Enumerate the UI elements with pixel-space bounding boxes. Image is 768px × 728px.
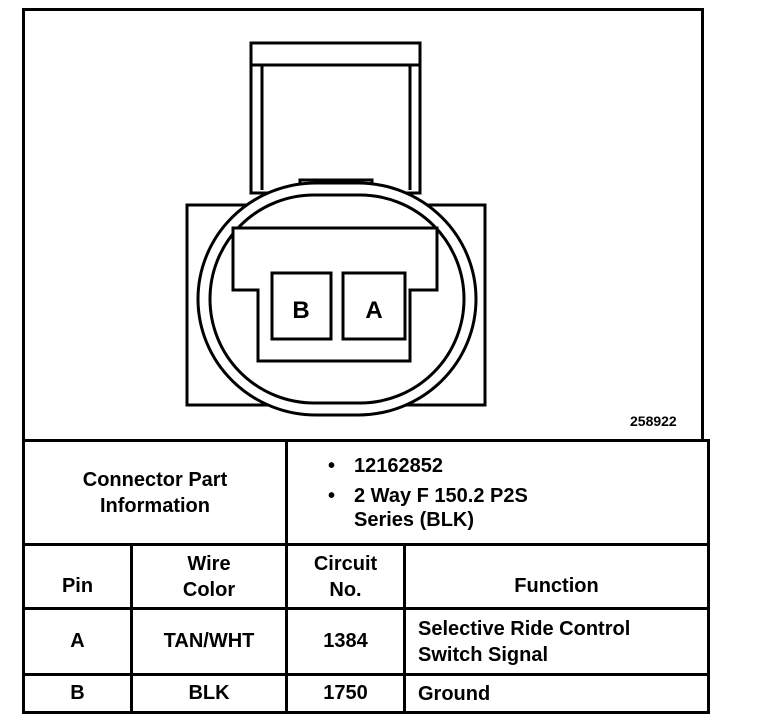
pin-b-terminal: [270, 271, 333, 341]
row-a-wire-color: TAN/WHT: [130, 607, 288, 676]
pin-b-label: B: [292, 297, 309, 324]
function-header: Function: [403, 543, 710, 610]
pin-a-terminal: [341, 271, 407, 341]
row-b-circuit: 1750: [285, 673, 406, 714]
connector-illustration: B A: [185, 41, 487, 417]
row-b-pin: B: [22, 673, 133, 714]
connector-part-list: • 12162852 • 2 Way F 150.2 P2S Series (B…: [285, 439, 710, 546]
connector-part-row: Connector Part Information • 12162852 • …: [22, 439, 710, 546]
table-row: B BLK 1750 Ground: [22, 673, 710, 714]
wire-color-header: Wire Color: [130, 543, 288, 610]
connector-diagram-frame: [22, 8, 704, 440]
row-b-function: Ground: [403, 673, 710, 714]
row-a-pin: A: [22, 607, 133, 676]
connector-info-table: Connector Part Information • 12162852 • …: [22, 439, 710, 714]
table-row: A TAN/WHT 1384 Selective Ride Control Sw…: [22, 607, 710, 676]
figure-number: 258922: [630, 413, 677, 429]
pin-a-label: A: [365, 297, 382, 324]
pin-header: Pin: [22, 543, 133, 610]
connector-type-item: • 2 Way F 150.2 P2S Series (BLK): [328, 484, 528, 531]
row-b-wire-color: BLK: [130, 673, 288, 714]
row-a-function: Selective Ride Control Switch Signal: [403, 607, 710, 676]
circuit-header: Circuit No.: [285, 543, 406, 610]
part-number-item: • 12162852: [328, 454, 443, 477]
row-a-circuit: 1384: [285, 607, 406, 676]
connector-part-label: Connector Part Information: [22, 439, 288, 546]
table-header-row: Pin Wire Color Circuit No. Function: [22, 543, 710, 610]
